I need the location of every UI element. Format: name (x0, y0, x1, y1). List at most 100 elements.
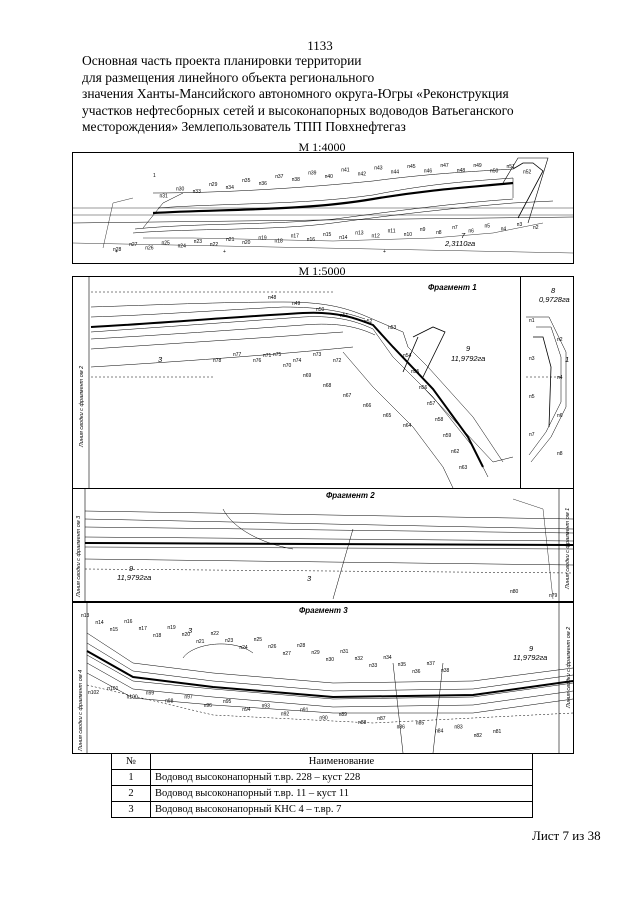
map-point-label: п7 (529, 432, 535, 438)
map-point-label: п6 (557, 413, 563, 419)
map-point-label: п29 (311, 650, 319, 656)
fragment-2-line-number: 3 (307, 574, 312, 583)
map-point-label: п35 (398, 662, 406, 668)
legend-cell-name: Водовод высоконапорный т.вр. 228 – куст … (150, 769, 533, 786)
map-point-label: п8 (557, 451, 563, 457)
map-point-label: п87 (377, 716, 385, 722)
fragment-1-title: Фрагмент 1 (428, 283, 477, 292)
map-point-label: п59 (443, 433, 451, 439)
map-point-label: п15 (110, 627, 118, 633)
map-point-label: п63 (459, 465, 467, 471)
map-point-label: п28 (297, 643, 305, 649)
map-point-label: п15 (323, 232, 331, 238)
map-point-label: п85 (416, 720, 424, 726)
map-point-label: п35 (242, 178, 250, 184)
map-point-label: п89 (339, 712, 347, 718)
fragment-1-area-number: 9 (466, 344, 471, 353)
map-point-label: п94 (242, 707, 250, 713)
map-point-label: п46 (424, 168, 432, 174)
inset-area: 0,9728га (539, 295, 570, 304)
map-point-label: п23 (194, 239, 202, 245)
title-line: участков нефтесборных сетей и высоконапо… (82, 102, 514, 118)
map-point-label: п66 (363, 403, 371, 409)
inset-area-number: 8 (551, 286, 556, 295)
title-line: значения Ханты-Мансийского автономного о… (82, 86, 509, 101)
map-point-label: п33 (369, 663, 377, 669)
map-point-label: п81 (493, 729, 501, 735)
map-point-label: п28 (113, 247, 121, 253)
map-point-label: п64 (403, 423, 411, 429)
map-point-label: п99 (146, 690, 154, 696)
legend-header-name: Наименование (150, 753, 533, 770)
sheet-number: Лист 7 из 38 (532, 828, 601, 843)
map-point-label: п52 (523, 169, 531, 175)
map-point-label: п19 (258, 235, 266, 241)
fragment-1-side-caption: Линия сводки с фрагмент ом 2 (79, 366, 85, 448)
map-point-label: п18 (153, 633, 161, 639)
table-row: 2 Водовод высоконапорный т.вр. 11 – куст… (111, 785, 533, 802)
map-point-label: п24 (178, 244, 186, 250)
fragment-1-area: 11,9792га (451, 354, 485, 363)
map-point-label: п13 (355, 230, 363, 236)
map-point-label: п20 (242, 240, 250, 246)
map-point-label: п72 (333, 358, 341, 364)
title-line: Основная часть проекта планировки террит… (82, 53, 362, 68)
map-point-label: п23 (225, 638, 233, 644)
fragment-3-side-right: Линия сводки с фрагмент ом 2 (566, 627, 572, 709)
title-line: месторождения» Землепользователь ТПП Пов… (82, 119, 406, 134)
map-overview-area: 2,3110га (444, 239, 475, 248)
map-point-label: п82 (474, 733, 482, 739)
cross-mark: + (223, 249, 226, 255)
map-point-label: п43 (374, 166, 382, 172)
fragment-2-area-number: 9 (129, 564, 134, 573)
map-point-label: п26 (268, 644, 276, 650)
map-point-label: п21 (226, 237, 234, 243)
map-point-label: п11 (388, 229, 396, 235)
map-point-label: п30 (326, 657, 334, 663)
map-point-label: п74 (293, 358, 301, 364)
fragment-3-area-number: 9 (529, 644, 534, 653)
map-point-label: п22 (210, 242, 218, 248)
legend-cell-number: 2 (111, 785, 151, 802)
map-point-label: п18 (275, 239, 283, 245)
map-point-label: п48 (457, 168, 465, 174)
map-point-label: п78 (213, 358, 221, 364)
map-point-label: п2 (533, 225, 539, 231)
map-point-label: п17 (291, 234, 299, 240)
fragment-1-line-number: 3 (158, 355, 163, 364)
map-overview-area-number: 7 (461, 231, 466, 240)
fragment-3-line-number: 3 (188, 626, 193, 635)
legend-cell-name: Водовод высоконапорный т.вр. 11 – куст 1… (150, 785, 533, 802)
map-point-label: п10 (404, 232, 412, 238)
map-point-label: п77 (233, 352, 241, 358)
map-point-label: п20 (182, 632, 190, 638)
fragment-2-area: 11,9792га (117, 573, 151, 582)
map-point-label: п51 (507, 164, 515, 170)
map-point-label: п71 (263, 353, 271, 359)
map-fragment-3-drawing: Фрагмент 3 Линия сводки с фрагмент ом 4 … (78, 603, 573, 753)
map-point-label: п67 (343, 393, 351, 399)
map-point-label: п16 (307, 237, 315, 243)
map-point-label: п88 (358, 720, 366, 726)
map-point-label: п9 (420, 227, 426, 233)
map-fragment-1: Фрагмент 1 Линия сводки с фрагмент ом 2 … (72, 276, 522, 489)
map-point-label: п21 (196, 639, 204, 645)
fragment-2-label: п79 (549, 593, 557, 599)
map-point-label: п16 (124, 619, 132, 625)
map-point-label: п69 (303, 373, 311, 379)
map-point-label: п36 (412, 669, 420, 675)
map-point-label: п62 (451, 449, 459, 455)
map-point-label: п44 (391, 170, 399, 176)
map-point-label: п3 (517, 222, 523, 228)
map-fragment-2-drawing: Фрагмент 2 Линия сводки с фрагмент ом 3 … (76, 489, 573, 601)
map-point-label: п45 (407, 164, 415, 170)
map-point-label: п97 (184, 695, 192, 701)
map-point-label: п17 (139, 626, 147, 632)
title-line: для размещения линейного объекта региона… (82, 69, 375, 85)
map-point-label: п37 (427, 661, 435, 667)
fragment-2-label: п80 (510, 589, 518, 595)
